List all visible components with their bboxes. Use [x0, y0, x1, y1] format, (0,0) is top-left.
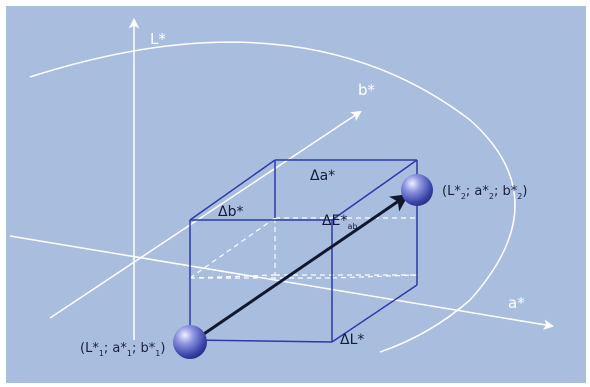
point1-l-sub: 1	[99, 349, 104, 358]
point1-l: (L*	[80, 341, 99, 356]
delta-l-label: ΔL*	[340, 332, 364, 348]
point1-label: (L*1; a*1; b*1)	[80, 341, 165, 358]
delta-e-vector	[194, 193, 409, 342]
b-axis-label: b*	[358, 81, 376, 99]
point1-close: )	[160, 341, 165, 356]
a-axis-label: a*	[508, 294, 525, 312]
point2-close: )	[522, 184, 527, 199]
b-axis	[49, 110, 362, 319]
l-axis-label: L*	[150, 30, 166, 48]
delta-e-subscript: ab	[347, 222, 357, 231]
diagram-background	[6, 6, 586, 383]
point1-a-sub: 1	[127, 349, 132, 358]
delta-e-label: ΔE*ab	[322, 213, 357, 231]
point2-b-sub: 2	[517, 192, 522, 201]
color-space-arc	[29, 41, 516, 353]
delta-b-label: Δb*	[218, 204, 243, 220]
point2-l-sub: 2	[461, 192, 466, 201]
point1-sphere	[173, 325, 207, 359]
point2-b: ; b*	[494, 184, 518, 199]
point2-label: (L*2; a*2; b*2)	[442, 184, 527, 201]
point2-l: (L*	[442, 184, 461, 199]
point2-sphere	[401, 174, 433, 206]
delta-e-main: ΔE*	[322, 213, 347, 229]
point1-b: ; b*	[132, 341, 156, 356]
delta-a-label: Δa*	[310, 168, 335, 184]
point1-b-sub: 1	[155, 349, 160, 358]
point2-a-sub: 2	[489, 192, 494, 201]
delta-box-edges	[189, 159, 418, 343]
point1-a: ; a*	[104, 341, 127, 356]
point2-a: ; a*	[466, 184, 489, 199]
